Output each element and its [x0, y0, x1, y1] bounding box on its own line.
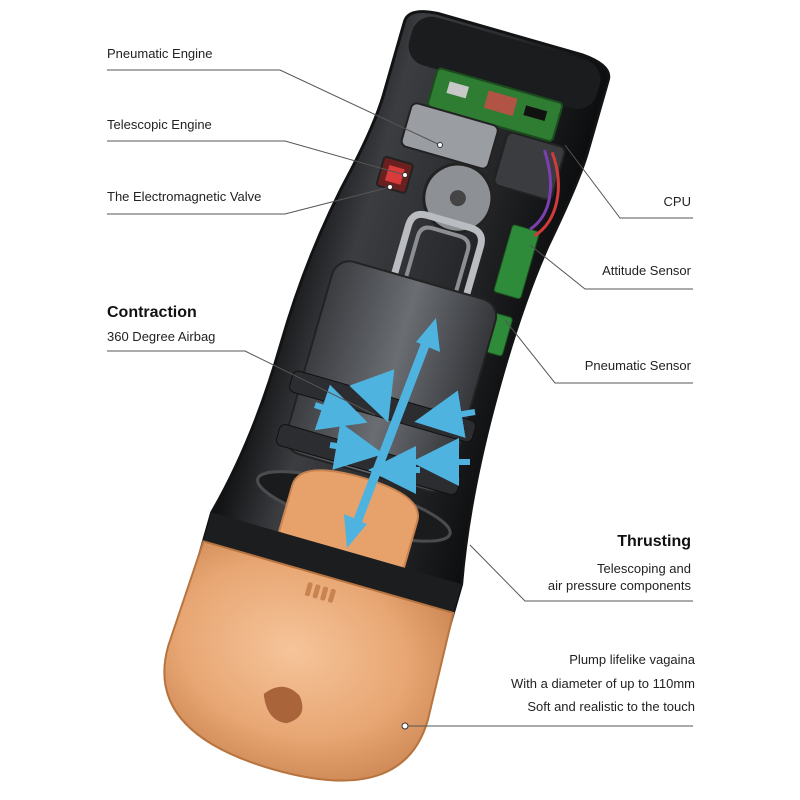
label-telescopic-engine: Telescopic Engine [107, 117, 212, 132]
label-pneumatic-sensor: Pneumatic Sensor [584, 358, 691, 373]
leader-lines [107, 69, 693, 727]
label-vagina-line3: Soft and realistic to the touch [527, 699, 695, 714]
heading-thrusting: Thrusting [617, 533, 691, 550]
label-telescoping-line1: Telescoping and [597, 561, 691, 576]
thrust-arrow [344, 318, 440, 548]
label-vagina-line1: Plump lifelike vagaina [569, 652, 695, 667]
label-attitude-sensor: Attitude Sensor [602, 263, 691, 278]
attitude-sensor-board [493, 224, 540, 300]
label-airbag: 360 Degree Airbag [107, 329, 216, 344]
label-electromagnetic-valve: The Electromagnetic Valve [107, 189, 262, 204]
label-telescoping-line2: air pressure components [547, 578, 691, 593]
leader-dots [387, 142, 443, 730]
device-top-cap [408, 16, 601, 109]
pneumatic-engine-part [400, 102, 499, 170]
label-vagina-line2: With a diameter of up to 110mm [510, 676, 695, 691]
contraction-arrows [314, 369, 476, 494]
heading-contraction: Contraction [107, 304, 197, 321]
label-pneumatic-engine: Pneumatic Engine [107, 46, 213, 61]
flesh-end-cap [163, 540, 455, 782]
entrance-opening [263, 686, 303, 724]
label-cpu: CPU [663, 194, 691, 209]
